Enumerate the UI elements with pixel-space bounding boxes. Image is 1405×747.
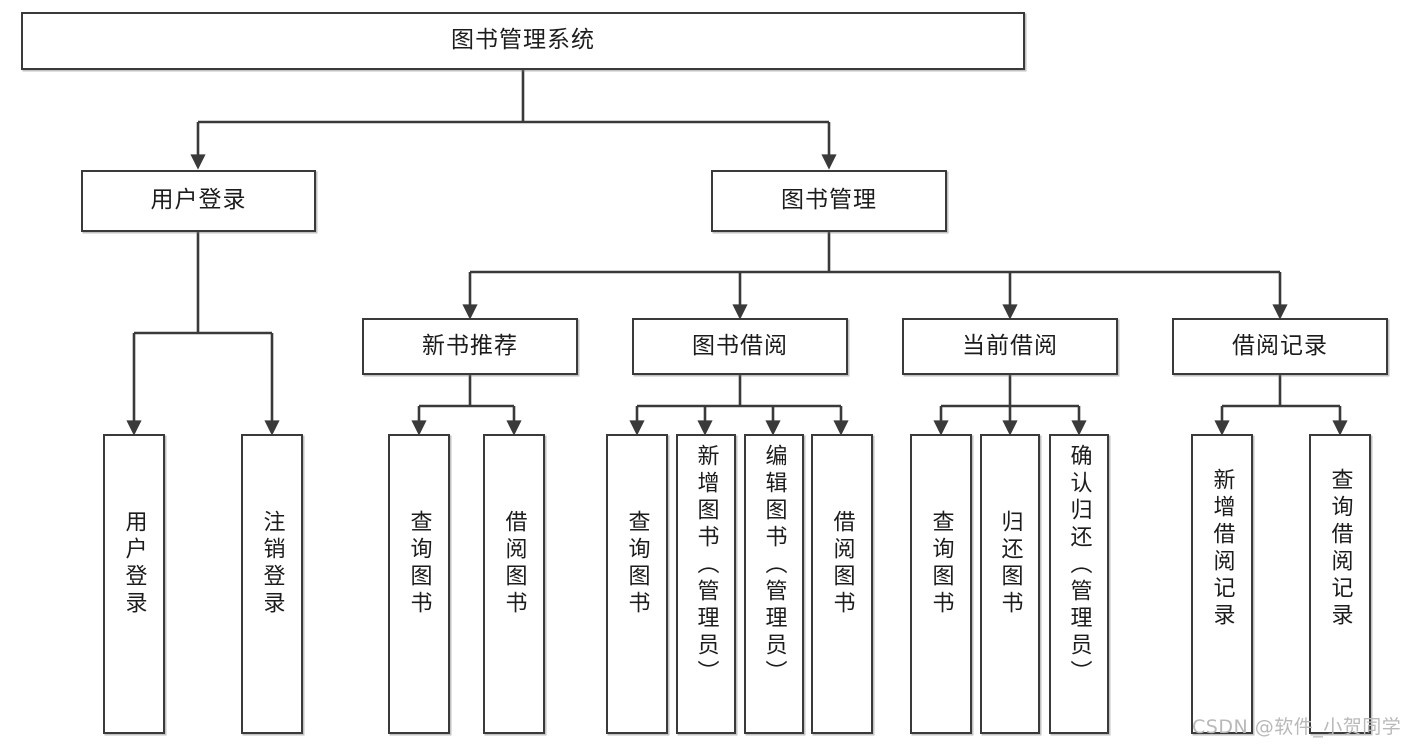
node-leaf-borrow-book-1-label: 借阅图书	[501, 510, 527, 618]
node-new-book-recommend[interactable]: 新书推荐	[362, 318, 578, 375]
node-current-borrow[interactable]: 当前借阅	[902, 318, 1118, 375]
node-new-book-recommend-label: 新书推荐	[422, 332, 518, 359]
node-user-login-label: 用户登录	[150, 187, 247, 214]
node-leaf-user-login-label: 用户登录	[121, 510, 147, 618]
node-leaf-query-book-1[interactable]: 查询图书	[388, 434, 450, 734]
node-leaf-user-logout-label: 注销登录	[259, 510, 285, 618]
node-leaf-query-book-3-label: 查询图书	[928, 510, 954, 618]
node-user-login[interactable]: 用户登录	[81, 170, 316, 232]
node-leaf-query-record[interactable]: 查询借阅记录	[1309, 434, 1371, 734]
node-leaf-query-record-label: 查询借阅记录	[1327, 468, 1353, 630]
watermark: CSDN @软件_小贺同学	[1192, 716, 1402, 738]
node-leaf-query-book-3[interactable]: 查询图书	[910, 434, 972, 734]
node-leaf-add-book[interactable]: 新增图书（管理员）	[676, 434, 736, 734]
node-leaf-return-book-label: 归还图书	[997, 510, 1023, 618]
node-leaf-add-record[interactable]: 新增借阅记录	[1191, 434, 1253, 734]
node-leaf-return-book[interactable]: 归还图书	[980, 434, 1040, 734]
node-book-management-label: 图书管理	[781, 187, 877, 214]
node-leaf-add-record-label: 新增借阅记录	[1209, 468, 1235, 630]
node-borrow-record-label: 借阅记录	[1232, 332, 1328, 359]
node-leaf-user-logout[interactable]: 注销登录	[241, 434, 303, 734]
node-leaf-borrow-book-2[interactable]: 借阅图书	[811, 434, 873, 734]
node-book-borrow-label: 图书借阅	[692, 332, 788, 359]
node-current-borrow-label: 当前借阅	[962, 332, 1058, 359]
node-leaf-query-book-1-label: 查询图书	[406, 510, 432, 618]
node-leaf-borrow-book-2-label: 借阅图书	[829, 510, 855, 618]
node-leaf-edit-book-label: 编辑图书（管理员）	[761, 444, 787, 687]
node-leaf-edit-book[interactable]: 编辑图书（管理员）	[744, 434, 804, 734]
node-leaf-confirm-return[interactable]: 确认归还（管理员）	[1049, 434, 1109, 734]
node-root-label: 图书管理系统	[451, 27, 595, 54]
node-leaf-confirm-return-label: 确认归还（管理员）	[1066, 444, 1092, 687]
node-book-management[interactable]: 图书管理	[711, 170, 947, 232]
node-leaf-borrow-book-1[interactable]: 借阅图书	[483, 434, 545, 734]
node-book-borrow[interactable]: 图书借阅	[632, 318, 848, 375]
node-leaf-add-book-label: 新增图书（管理员）	[693, 444, 719, 687]
node-borrow-record[interactable]: 借阅记录	[1172, 318, 1388, 375]
node-leaf-query-book-2[interactable]: 查询图书	[606, 434, 668, 734]
node-leaf-user-login[interactable]: 用户登录	[103, 434, 165, 734]
node-leaf-query-book-2-label: 查询图书	[624, 510, 650, 618]
node-root[interactable]: 图书管理系统	[21, 12, 1025, 70]
